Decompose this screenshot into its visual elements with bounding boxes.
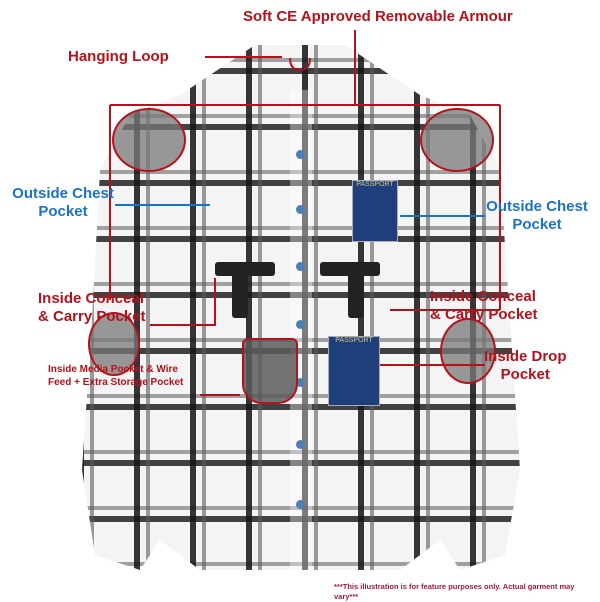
pistol-left	[215, 262, 275, 276]
shoulder-armour-right	[420, 108, 494, 172]
pistol-grip-left	[232, 272, 248, 318]
shirt-button	[296, 378, 305, 387]
shoulder-armour-left	[112, 108, 186, 172]
shirt-button	[296, 150, 305, 159]
armour-label: Soft CE Approved Removable Armour	[243, 8, 513, 25]
elbow-armour-right	[440, 318, 496, 384]
disclaimer: ***This illustration is for feature purp…	[334, 582, 575, 601]
armour-frame-lines	[109, 30, 501, 310]
hanging-loop	[289, 57, 311, 72]
passport-drop-pocket: PASSPORT	[328, 336, 380, 406]
shirt-button	[296, 440, 305, 449]
elbow-armour-left	[88, 312, 140, 376]
shirt-button	[296, 205, 305, 214]
pistol-right	[320, 262, 380, 276]
shirt-button	[296, 262, 305, 271]
passport-chest: PASSPORT	[352, 180, 398, 242]
conceal-right-label: Inside Conceal& Carry Pocket	[430, 288, 538, 323]
shirt-button	[296, 500, 305, 509]
conceal-left-label: Inside Conceal& Carry Pocket	[38, 290, 146, 325]
conceal-left-line	[150, 278, 216, 326]
shirt-button	[296, 320, 305, 329]
button-placket	[290, 90, 312, 570]
hanging-loop-label: Hanging Loop	[68, 48, 169, 65]
media-pocket	[242, 338, 298, 404]
pistol-grip-right	[348, 272, 364, 318]
